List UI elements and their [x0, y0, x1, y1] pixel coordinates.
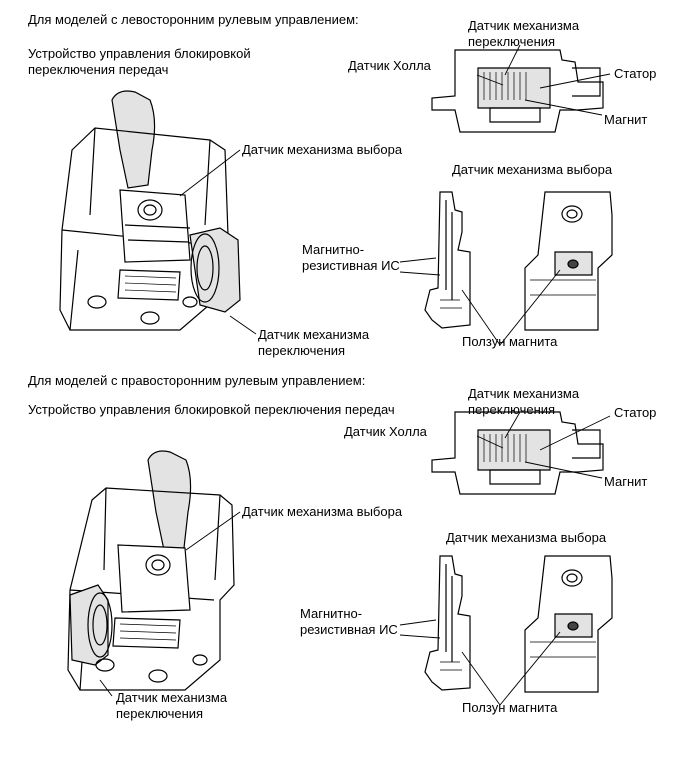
shift-sensor-drawing-rhd — [431, 411, 611, 495]
select-sensor-drawing-rhd — [399, 555, 613, 706]
hall-sensor-label-lhd: Датчик Холла — [348, 58, 431, 73]
hall-sensor-label-rhd: Датчик Холла — [344, 424, 427, 439]
shift-lock-unit-drawing-lhd — [59, 90, 241, 331]
stator-label-lhd: Статор — [614, 66, 657, 81]
shift-sensor-label-bottom-lhd: Датчик механизма переключения — [258, 327, 370, 358]
shift-sensor-drawing-lhd — [431, 44, 611, 133]
shift-sensor-label-bottom-rhd: Датчик механизма переключения — [116, 690, 228, 721]
section-heading-rhd: Для моделей с правосторонним рулевым упр… — [28, 373, 366, 388]
shift-sensor-label-top-lhd: Датчик механизма переключения — [468, 18, 580, 49]
magnet-label-lhd: Магнит — [604, 112, 648, 127]
select-sensor-drawing-lhd — [399, 191, 613, 346]
magnet-slider-label-lhd: Ползун магнита — [462, 334, 558, 349]
mr-ic-label-lhd: Магнитно- резистивная ИС — [302, 242, 400, 273]
shift-sensor-label-top-rhd: Датчик механизма переключения — [468, 386, 580, 417]
unit-label-rhd: Устройство управления блокировкой перекл… — [28, 402, 395, 417]
magnet-label-rhd: Магнит — [604, 474, 648, 489]
magnet-slider-label-rhd: Ползун магнита — [462, 700, 558, 715]
mr-ic-label-rhd: Магнитно- резистивная ИС — [300, 606, 398, 637]
select-sensor-label-right-rhd: Датчик механизма выбора — [446, 530, 607, 545]
section-heading-lhd: Для моделей с левосторонним рулевым упра… — [28, 12, 359, 27]
shift-lock-unit-drawing-rhd — [67, 450, 235, 691]
select-sensor-label-left-rhd: Датчик механизма выбора — [242, 504, 403, 519]
select-sensor-label-left-lhd: Датчик механизма выбора — [242, 142, 403, 157]
select-sensor-label-right-lhd: Датчик механизма выбора — [452, 162, 613, 177]
unit-label-lhd: Устройство управления блокировкой перекл… — [28, 46, 251, 77]
stator-label-rhd: Статор — [614, 405, 657, 420]
